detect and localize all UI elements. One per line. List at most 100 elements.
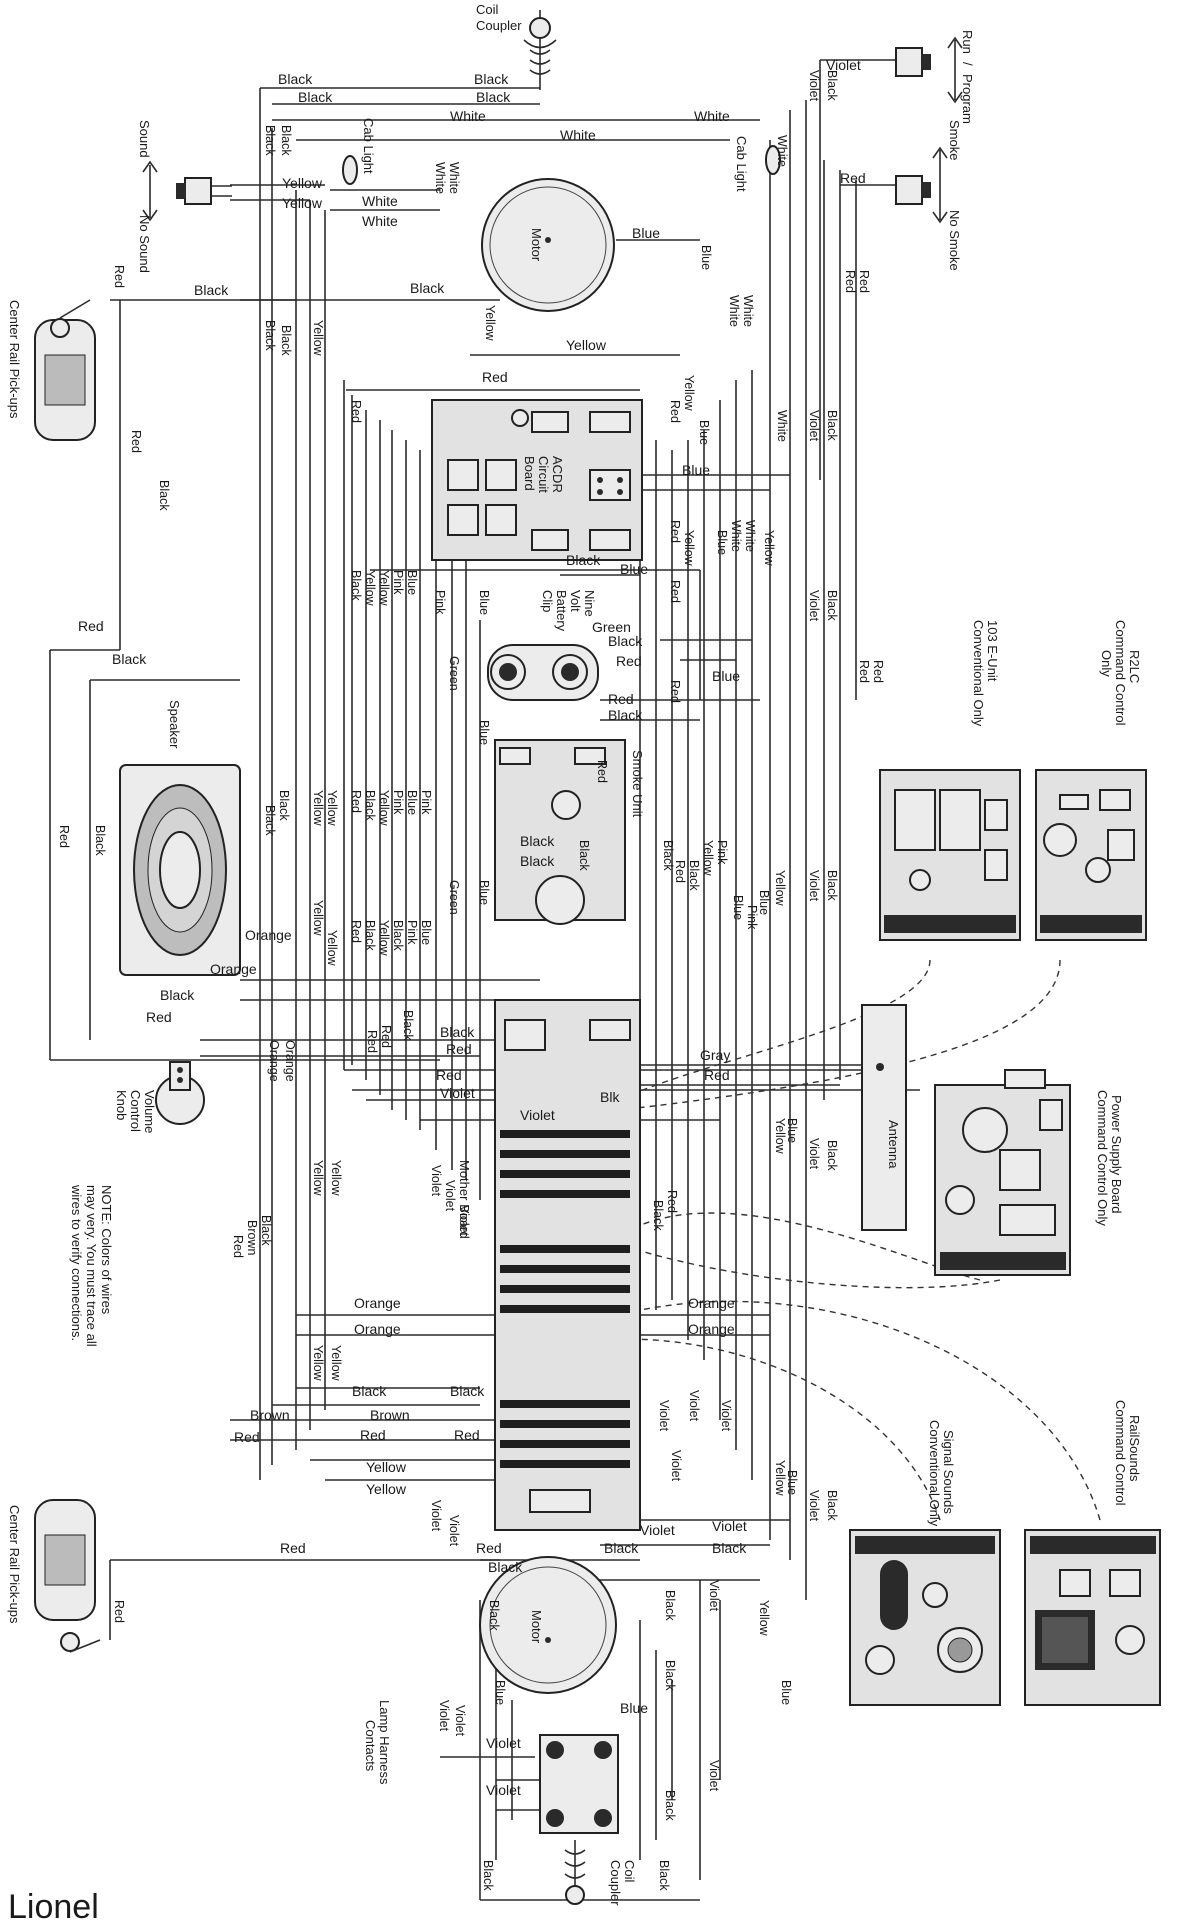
wire-label: Red [668,400,682,423]
wire-label: Blue [620,1700,648,1716]
wire-label: White [694,108,730,124]
wire-label: Violet [447,1515,461,1547]
coil-coupler-bottom-label-2: Coupler [608,1860,623,1906]
sound-label: Sound [137,120,152,158]
antenna-label: Antenna [886,1120,901,1169]
wire-label: Red [843,270,857,293]
wire-label: Blue [715,530,729,555]
wire-label: Orange [245,927,292,943]
wire-label: Yellow [311,790,325,827]
wire-label: Blk [600,1089,620,1105]
wire-label: Black [566,552,601,568]
wire-label: Brown [250,1407,290,1423]
board-connections [579,959,1101,1521]
coil-coupler-bottom: Coil Coupler [564,1840,637,1906]
wire-label: Black [410,280,445,296]
wire-label: White [727,295,741,327]
no-smoke-label: No Smoke [947,210,962,271]
wire-label: Violet [826,57,861,73]
wire-label: Violet [807,870,821,902]
acdr-label-1: ACDR [550,456,565,493]
wire-label: Violet [707,1580,721,1612]
wire-label: Black [604,1540,639,1556]
wire-label: Blue [620,561,648,577]
wire-label: Yellow [329,1160,343,1197]
wire-label: Red [454,1427,480,1443]
wire-label: White [450,108,486,124]
wire-label: Blue [682,462,710,478]
wire-label: Yellow [282,175,323,191]
speaker-label: Speaker [167,700,182,749]
wire-label: Black [298,89,333,105]
lamp-label-2: Contacts [363,1720,378,1772]
wire-label: Black [825,410,839,441]
wire-label: Pink [715,840,729,865]
wire-label: Orange [688,1321,735,1337]
wire-label: Red [349,790,363,813]
pickups-bottom-label: Center Rail Pick-ups [7,1505,22,1624]
wire-label: Black [481,1860,495,1891]
wire-label: Black [352,1383,387,1399]
wire-label: Red [476,1540,502,1556]
wire-label: Violet [440,1085,475,1101]
wire-label: Black [194,282,229,298]
wire-label: White [775,135,789,167]
wire-label: Yellow [282,195,323,211]
wire-label: Black [349,570,363,601]
wire-label: Black [825,70,839,101]
wire-label: Black [663,1790,677,1821]
wire-label: Black [93,825,107,856]
wire-label: Red [146,1009,172,1025]
volume-label-3: Knob [114,1090,129,1120]
mother-board: Mother Board [457,999,641,1531]
program-label: Program [960,74,975,124]
wire-label: Black [112,651,147,667]
note-block: NOTE: Colors of wires may very. You must… [69,1184,114,1347]
wire-label: Brown [245,1220,259,1255]
wire-label: Violet [807,1138,821,1170]
wire-label: Red [360,1427,386,1443]
wire-label: Black [279,125,293,156]
wire-label: Blue [419,920,433,945]
board-signal-sounds: Signal Sounds Conventional Only [849,1420,1001,1706]
acdr-board: ACDR Circuit Board [431,399,643,561]
wire-label: Black [440,1024,475,1040]
smoke-switch: Smoke No Smoke [895,120,962,271]
wire-label: Yellow [325,790,339,827]
wire-label: Yellow [366,1459,407,1475]
wire-label: Pink [745,905,759,930]
wire-label: Green [592,619,631,635]
wire-label: Violet [429,1500,443,1532]
wire-label: Pink [405,920,419,945]
coil-coupler-top-label-2: Coupler [476,18,522,33]
wire-label: Black [363,920,377,951]
wire-label: Yellow [377,570,391,607]
wire-label: Yellow [325,930,339,967]
wire-labels: Black Black Black Black White White Whit… [57,57,885,1891]
speaker: Speaker [119,700,241,976]
wire-label: Blue [699,245,713,270]
wire-label: Violet [457,1205,471,1237]
wire-label: Blue [493,1680,507,1705]
acdr-label-2: Circuit [536,456,551,493]
wire-label: Pink [391,570,405,595]
wire-label: Yellow [701,840,715,877]
wire-label: Red [616,653,642,669]
wire-label: Yellow [762,530,776,567]
wire-label: Yellow [483,305,497,342]
wire-label: Black [825,1140,839,1171]
wire-label: Yellow [311,900,325,937]
wire-label: Black [577,840,591,871]
wire-label: Black [160,987,195,1003]
note-line-3: wires to verify connections. [69,1184,84,1341]
wire-label: Violet [486,1782,521,1798]
wire-label: Red [349,920,363,943]
wire-label: White [741,295,755,327]
wire-label: Yellow [377,790,391,827]
wire-label: Black [608,707,643,723]
wire-label: Black [825,590,839,621]
wire-label: Black [263,125,277,156]
wire-label: Red [112,265,126,288]
cab-light-right-label: Cab Light [734,136,749,192]
wire-label: Green [447,656,461,691]
